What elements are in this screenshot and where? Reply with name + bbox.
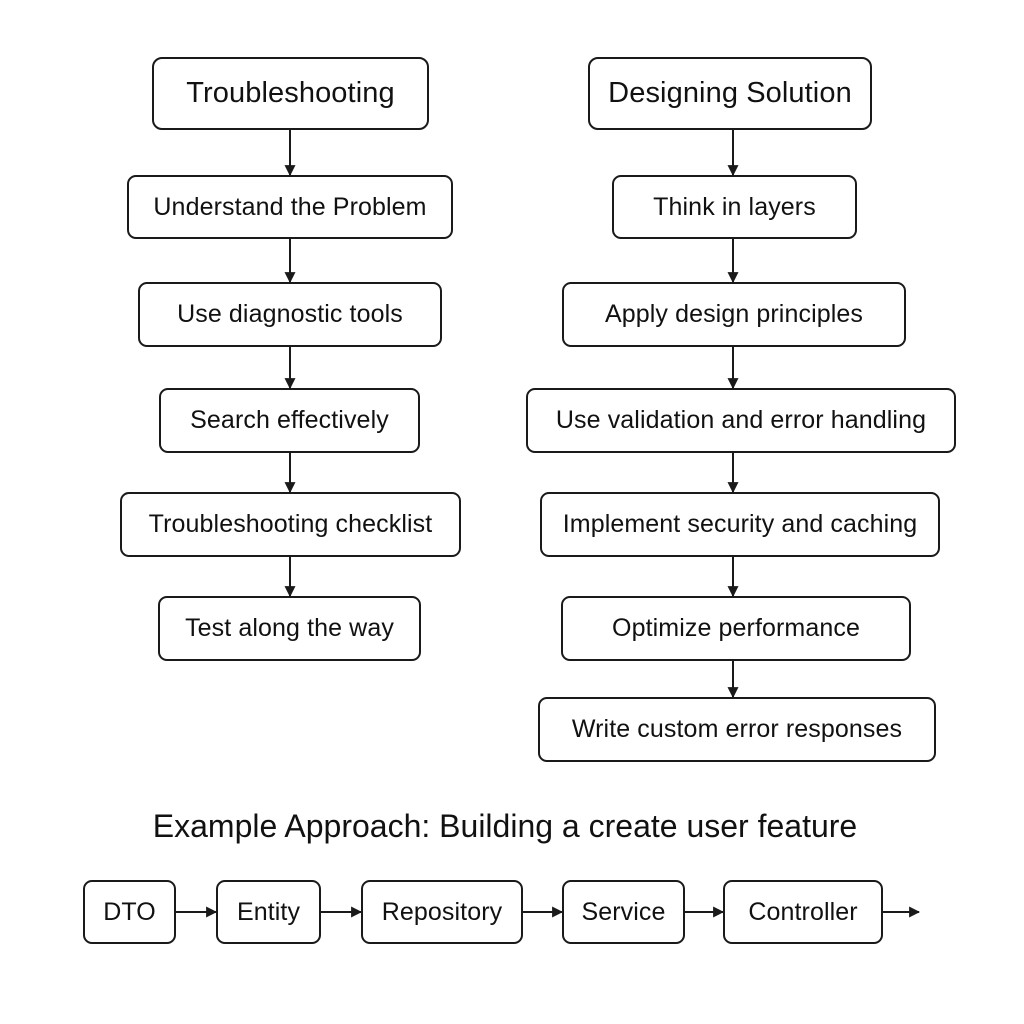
example-step-entity: Entity (216, 880, 321, 944)
ds-step-security-caching: Implement security and caching (540, 492, 940, 557)
ds-step-validation-error-handling: Use validation and error handling (526, 388, 956, 453)
ts-step-search-effectively: Search effectively (159, 388, 420, 453)
example-step-dto: DTO (83, 880, 176, 944)
troubleshooting-title: Troubleshooting (152, 57, 429, 130)
ds-step-design-principles: Apply design principles (562, 282, 906, 347)
ts-step-diagnostic-tools: Use diagnostic tools (138, 282, 442, 347)
example-approach-title: Example Approach: Building a create user… (152, 808, 858, 844)
example-step-service: Service (562, 880, 685, 944)
example-step-controller: Controller (723, 880, 883, 944)
example-step-repository: Repository (361, 880, 523, 944)
ds-step-custom-error-responses: Write custom error responses (538, 697, 936, 762)
ds-step-think-in-layers: Think in layers (612, 175, 857, 239)
ts-step-test-along-the-way: Test along the way (158, 596, 421, 661)
ts-step-understand-problem: Understand the Problem (127, 175, 453, 239)
ds-step-optimize-performance: Optimize performance (561, 596, 911, 661)
designing-solution-title: Designing Solution (588, 57, 872, 130)
ts-step-troubleshooting-checklist: Troubleshooting checklist (120, 492, 461, 557)
